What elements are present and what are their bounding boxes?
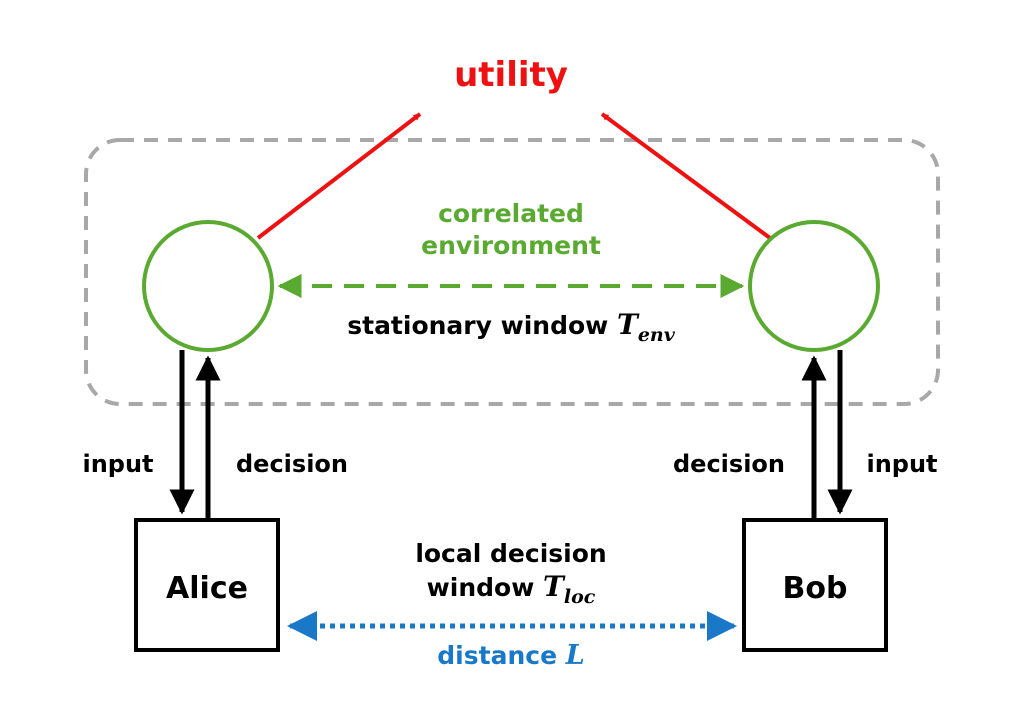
environment-boundary xyxy=(84,138,940,406)
bob-environment-node xyxy=(748,220,880,352)
alice-utility-arrow xyxy=(256,112,422,240)
environment-label-line2: environment xyxy=(421,231,601,260)
bob-utility-arrow xyxy=(600,112,772,240)
distance-text: distance xyxy=(437,641,565,670)
distance-label: distance L xyxy=(437,640,584,671)
bob-decision-label: decision xyxy=(673,450,785,478)
local-window-label-line2: window Tloc xyxy=(427,570,596,608)
local-window-subscript: loc xyxy=(564,586,596,608)
distance-symbol: L xyxy=(565,640,585,671)
stationary-window-subscript: env xyxy=(638,324,676,346)
alice-label: Alice xyxy=(166,571,248,606)
bob-box xyxy=(742,518,888,652)
stationary-window-label: stationary window Tenv xyxy=(347,308,675,346)
bob-input-label: input xyxy=(866,450,937,478)
local-window-symbol: T xyxy=(543,570,566,603)
local-window-text: window xyxy=(427,573,543,602)
local-window-label-line1: local decision xyxy=(415,539,606,568)
alice-box xyxy=(134,518,280,652)
stationary-window-symbol: T xyxy=(617,308,640,341)
bob-label: Bob xyxy=(783,571,848,606)
alice-environment-node xyxy=(142,220,274,352)
stationary-window-text: stationary window xyxy=(347,311,617,340)
alice-input-label: input xyxy=(82,450,153,478)
alice-decision-label: decision xyxy=(236,450,348,478)
utility-label: utility xyxy=(454,55,568,95)
environment-label-line1: correlated xyxy=(438,199,584,228)
